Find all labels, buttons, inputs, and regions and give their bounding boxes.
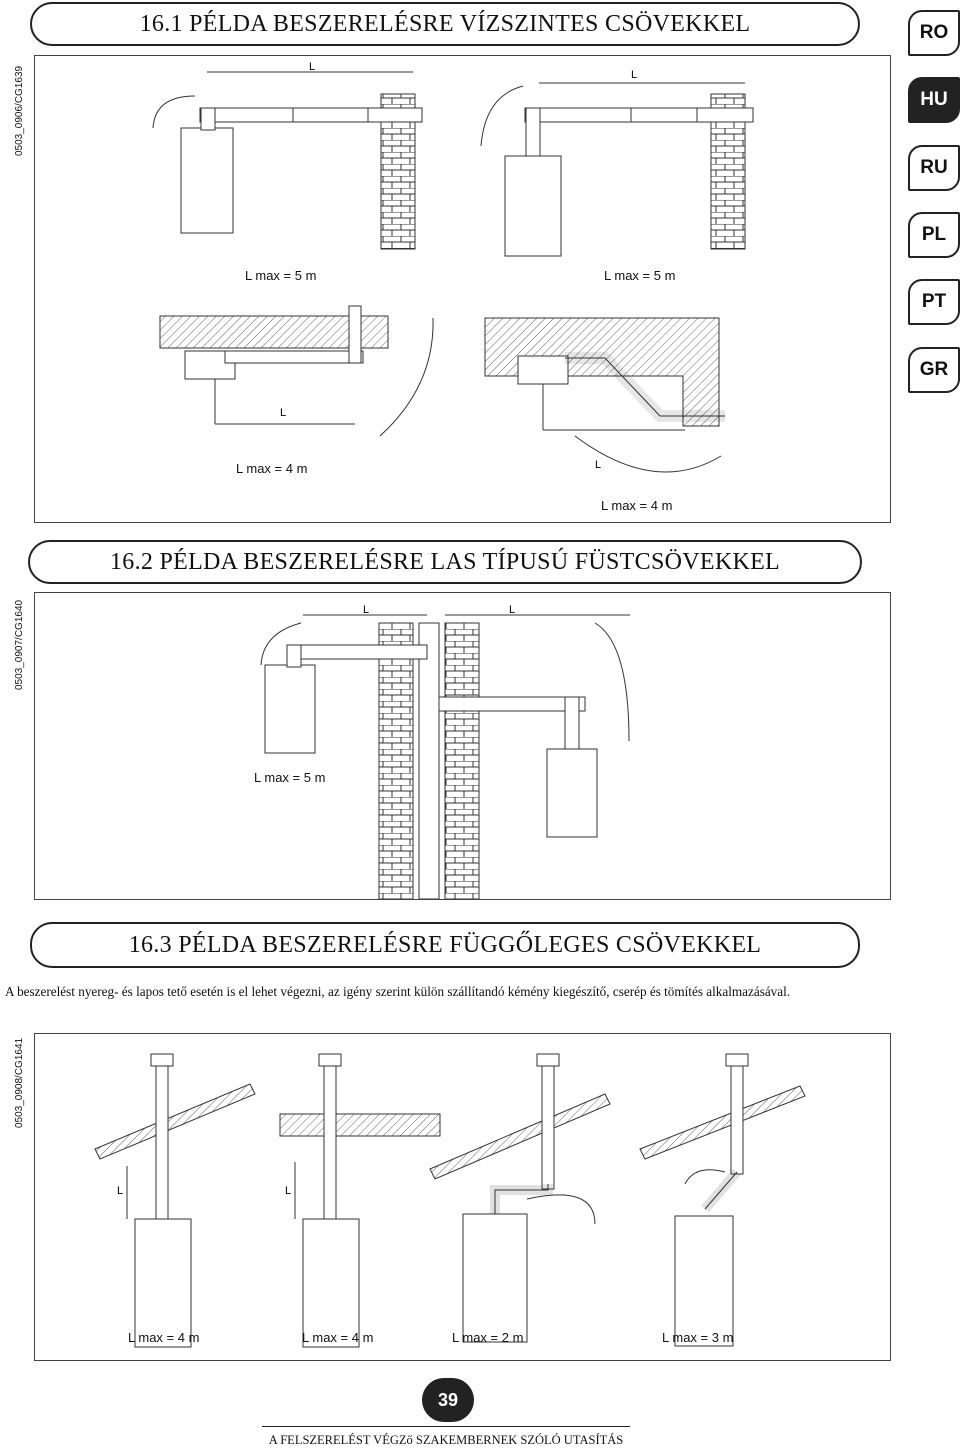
lang-pl-badge: PL — [908, 212, 960, 258]
section2-title: 16.2 PÉLDA BESZERELÉSRE LAS TÍPUSÚ FÜSTC… — [28, 540, 862, 584]
lang-ro-badge: RO — [908, 10, 960, 56]
lang-ru-badge: RU — [908, 145, 960, 191]
section3-figure-code: 0503_0908/CG1641 — [14, 1037, 25, 1128]
svg-text:L: L — [509, 604, 515, 616]
section1-lmax-2: L max = 5 m — [604, 268, 676, 283]
section3-description: A beszerelést nyereg- és lapos tető eset… — [5, 984, 791, 999]
footer-text: A FELSZERELÉST VÉGZő SZAKEMBERNEK SZÓLÓ … — [262, 1426, 630, 1448]
svg-text:L: L — [631, 69, 637, 81]
svg-text:L: L — [309, 61, 315, 73]
section3-lmax-3: L max = 2 m — [452, 1330, 524, 1345]
section1-lmax-1: L max = 5 m — [245, 268, 317, 283]
section1-figure-panel: L L L L — [34, 55, 891, 523]
svg-text:L: L — [285, 1185, 291, 1197]
svg-text:L: L — [363, 604, 369, 616]
section1-lmax-3: L max = 4 m — [236, 461, 308, 476]
page-number: 39 — [422, 1378, 474, 1422]
section1-diagram: L L L L — [152, 61, 754, 473]
section2-figure-panel: L L — [34, 592, 891, 900]
section3-lmax-1: L max = 4 m — [128, 1330, 200, 1345]
section2-lmax-1: L max = 5 m — [254, 770, 326, 785]
lang-pt-badge: PT — [908, 279, 960, 325]
section2-figure-code: 0503_0907/CG1640 — [14, 599, 25, 690]
section1-figure-code: 0503_0906/CG1639 — [14, 65, 25, 156]
lang-hu-badge: HU — [908, 77, 960, 123]
section3-lmax-4: L max = 3 m — [662, 1330, 734, 1345]
section3-title: 16.3 PÉLDA BESZERELÉSRE FÜGGŐLEGES CSÖVE… — [30, 922, 860, 968]
svg-text:L: L — [117, 1185, 123, 1197]
svg-text:L: L — [595, 459, 601, 471]
section1-title: 16.1 PÉLDA BESZERELÉSRE VÍZSZINTES CSÖVE… — [30, 2, 860, 46]
lang-gr-badge: GR — [908, 347, 960, 393]
section3-figure-panel: L L — [34, 1033, 891, 1361]
section3-diagram: L L — [94, 1053, 806, 1348]
section2-diagram: L L — [260, 604, 630, 900]
svg-text:L: L — [280, 407, 286, 419]
section1-lmax-4: L max = 4 m — [601, 498, 673, 513]
section3-lmax-2: L max = 4 m — [302, 1330, 374, 1345]
